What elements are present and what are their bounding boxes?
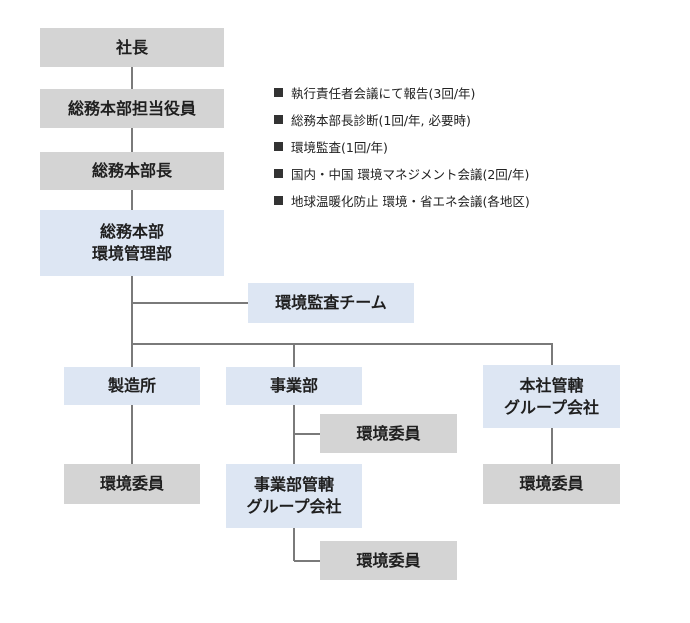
square-bullet-icon — [274, 142, 283, 151]
ga-head-label: 総務本部長 — [91, 161, 172, 180]
note-item: 地球温暖化防止 環境・省エネ会議(各地区) — [274, 187, 530, 214]
note-item: 国内・中国 環境マネジメント会議(2回/年) — [274, 160, 530, 187]
activity-notes-list: 執行責任者会議にて報告(3回/年) 総務本部長診断(1回/年, 必要時) 環境監… — [274, 79, 530, 214]
manufacturing-committee-label: 環境委員 — [99, 474, 164, 493]
connector-manufacturing-to-committee — [131, 405, 133, 464]
ga-head-box: 総務本部長 — [40, 152, 224, 190]
audit-team-label: 環境監査チーム — [275, 293, 387, 312]
note-item: 総務本部長診断(1回/年, 必要時) — [274, 106, 530, 133]
president-box: 社長 — [40, 28, 224, 67]
president-label: 社長 — [115, 37, 148, 57]
hq-group-box: 本社管轄 グループ会社 — [483, 365, 620, 428]
hq-group-committee-label: 環境委員 — [519, 474, 584, 493]
note-text: 執行責任者会議にて報告(3回/年) — [291, 86, 476, 101]
square-bullet-icon — [274, 169, 283, 178]
business-group-committee-box: 環境委員 — [320, 541, 457, 580]
connector-bus-to-business — [293, 343, 295, 367]
connector-president-to-officer — [131, 67, 133, 89]
business-group-box: 事業部管轄 グループ会社 — [226, 464, 362, 528]
square-bullet-icon — [274, 115, 283, 124]
connector-business-group-to-committee — [294, 560, 320, 562]
square-bullet-icon — [274, 196, 283, 205]
manufacturing-box: 製造所 — [64, 367, 200, 405]
connector-env-trunk — [131, 276, 133, 367]
ga-officer-box: 総務本部担当役員 — [40, 89, 224, 128]
connector-bus-to-hq-group — [551, 343, 553, 365]
hq-group-committee-box: 環境委員 — [483, 464, 620, 504]
manufacturing-label: 製造所 — [107, 376, 156, 395]
business-box: 事業部 — [226, 367, 362, 405]
hq-group-line1: 本社管轄 — [519, 375, 584, 395]
ga-officer-label: 総務本部担当役員 — [67, 98, 196, 118]
business-group-committee-label: 環境委員 — [356, 550, 421, 570]
business-group-line1: 事業部管轄 — [253, 475, 334, 494]
audit-team-box: 環境監査チーム — [248, 283, 414, 323]
note-item: 執行責任者会議にて報告(3回/年) — [274, 79, 530, 106]
connector-business-group-trunk — [293, 528, 295, 561]
business-committee-label: 環境委員 — [356, 423, 421, 443]
note-text: 国内・中国 環境マネジメント会議(2回/年) — [291, 167, 530, 182]
ga-env-line1: 総務本部 — [99, 222, 164, 241]
business-label: 事業部 — [269, 376, 318, 395]
connector-hq-group-to-committee — [551, 428, 553, 464]
connector-officer-to-head — [131, 128, 133, 152]
connector-business-to-committee — [294, 433, 320, 435]
note-text: 地球温暖化防止 環境・省エネ会議(各地区) — [291, 194, 530, 209]
business-group-line2: グループ会社 — [246, 497, 342, 516]
square-bullet-icon — [274, 88, 283, 97]
connector-to-audit-team — [132, 302, 248, 304]
note-item: 環境監査(1回/年) — [274, 133, 530, 160]
note-text: 総務本部長診断(1回/年, 必要時) — [291, 113, 471, 128]
connector-horizontal-bus — [131, 343, 553, 345]
manufacturing-committee-box: 環境委員 — [64, 464, 200, 504]
ga-env-line2: 環境管理部 — [91, 244, 172, 263]
connector-head-to-env — [131, 190, 133, 210]
ga-env-dept-box: 総務本部 環境管理部 — [40, 210, 224, 276]
hq-group-line2: グループ会社 — [503, 397, 600, 417]
business-committee-box: 環境委員 — [320, 414, 457, 453]
note-text: 環境監査(1回/年) — [291, 140, 388, 155]
